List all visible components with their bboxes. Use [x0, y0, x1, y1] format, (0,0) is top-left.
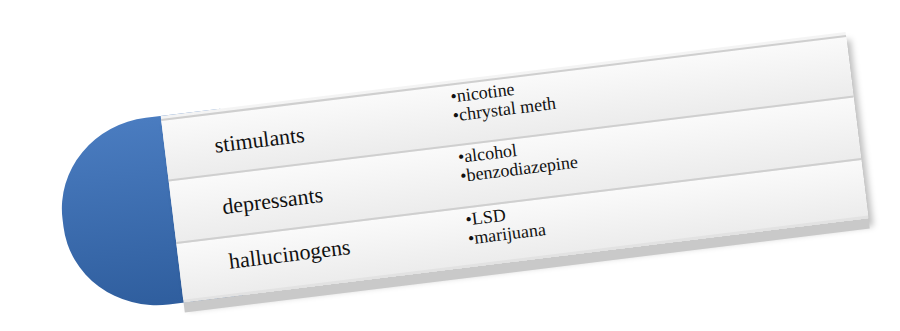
category-label: depressants	[221, 182, 325, 220]
tray: stimulants •nicotine•chrystal meth depress…	[52, 32, 869, 316]
item-list: •nicotine•chrystal meth	[449, 75, 557, 125]
category-label: hallucinogens	[227, 234, 351, 275]
item-list: •alcohol•benzodiazepine	[457, 134, 579, 186]
category-label: stimulants	[213, 122, 306, 159]
item-list: •LSD•marijuana	[465, 201, 547, 248]
